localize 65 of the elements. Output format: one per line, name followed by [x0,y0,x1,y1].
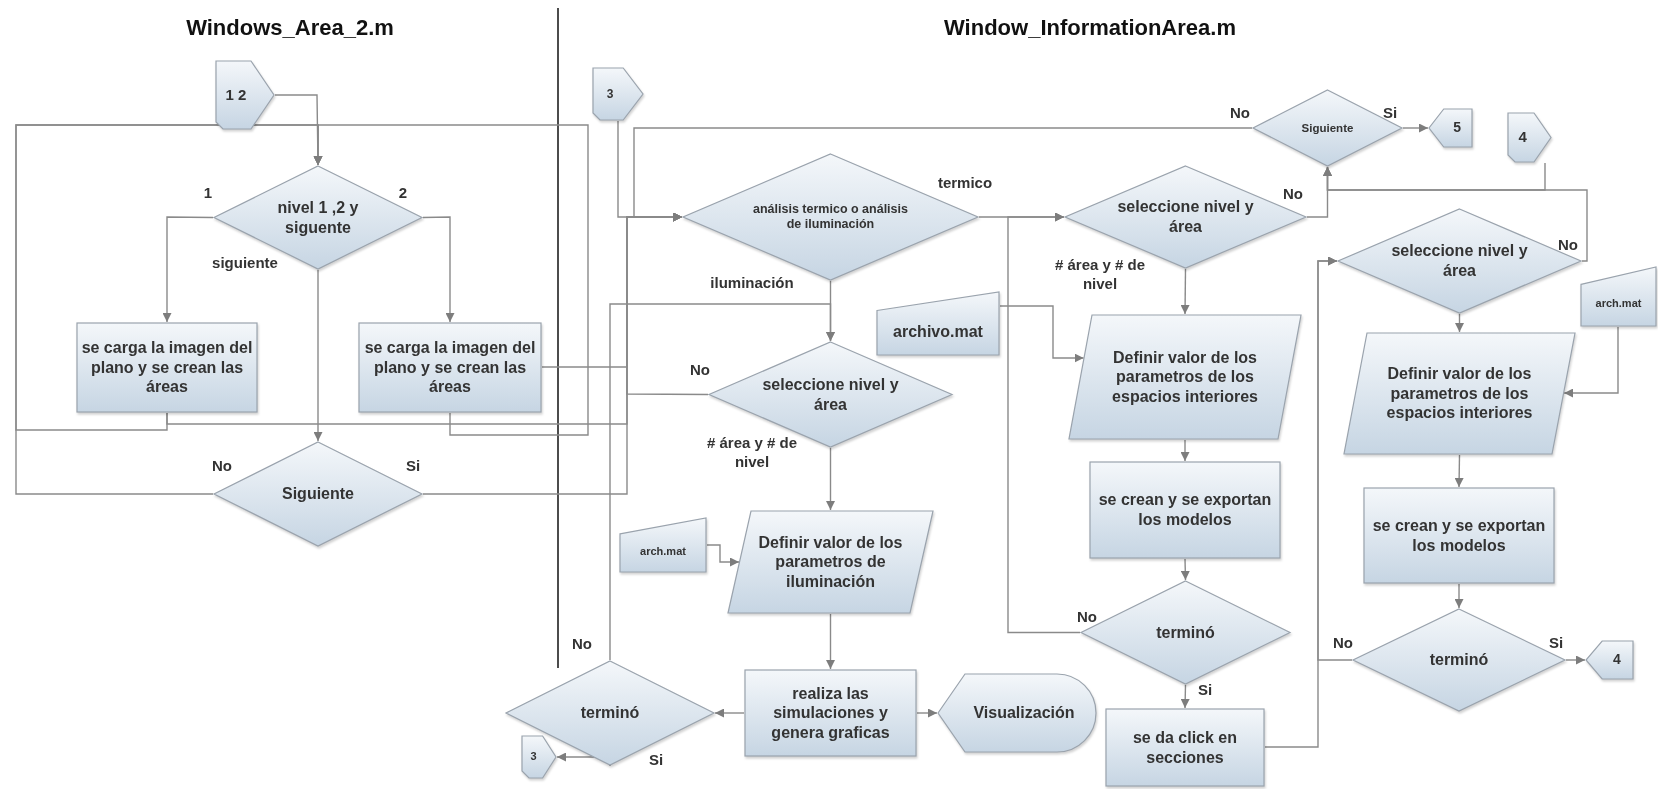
file-heading: Windows_Area_2.m [186,15,394,41]
connector-arrow [313,269,323,442]
file-heading: Window_InformationArea.m [944,15,1236,41]
connector-arrow [1455,313,1464,333]
connector-arrow [313,124,589,436]
edge-label: No [1282,184,1304,204]
edge-label: No [571,634,593,654]
edge-label: iluminación [709,273,795,293]
edge-label: No [1332,633,1354,653]
connector-arrow [1180,558,1190,581]
connector-arrow [626,212,709,396]
connector-arrow [826,447,835,511]
off-page-connector: 1 2 [215,60,275,130]
connector-arrow [162,216,214,323]
connector-arrow [706,544,740,567]
edge-label: 1 [202,183,214,203]
connector-arrow [1180,268,1190,315]
edge-label: No [1557,235,1579,255]
connector-arrow [826,613,835,670]
connector-arrow [1007,212,1081,634]
off-page-connector: 4 [1507,112,1552,163]
edge-label: No [689,360,711,380]
connector-arrow [1180,684,1190,709]
off-page-connector: 5 [1428,108,1473,148]
connector-arrow [1563,326,1619,398]
edge-label: Si [1196,680,1214,700]
process-box: se da click en secciones [1105,708,1265,787]
off-page-connector: 3 [521,735,557,779]
edge-label: # área y # de nivel [705,434,799,472]
input-parallelogram: Definir valor de los parametros de los espacios interiores [1343,332,1576,455]
connector-arrow [609,303,835,661]
edge-label: Si [1547,633,1565,653]
connector-arrow [1454,454,1464,488]
connector-arrow [714,708,745,718]
edge-label: Si [1381,103,1399,123]
off-page-connector: 4 [1585,640,1634,680]
manual-input-shape: arch.mat [1580,266,1657,327]
process-box: se carga la imagen del plano y se crean las áreas [358,322,542,413]
edge-label: 2 [397,183,409,203]
connector-arrow [1402,123,1429,133]
edge-label: No [1229,103,1251,123]
connector-arrow [1323,162,1546,191]
input-parallelogram: Definir valor de los parametros de iluminación [727,510,934,614]
off-page-connector: 3 [592,67,644,121]
edge-label: No [211,456,233,476]
edge-label: Si [404,456,422,476]
process-box: realiza las simulaciones y genera graficas [744,669,917,757]
display-shape: Visualización [937,673,1097,753]
process-box: se carga la imagen del plano y se crean las áreas [76,322,258,413]
edge-label: termico [936,173,994,193]
connector-arrow [999,305,1085,363]
edge-label: siguiente [211,253,279,273]
edge-label: No [1076,607,1098,627]
process-box: se crean y se exportan los modelos [1363,487,1555,584]
connector-arrow [1180,439,1190,462]
manual-input-shape: arch.mat [619,517,707,573]
connector-arrow [422,216,455,323]
connector-arrow [1317,256,1353,661]
input-parallelogram: Definir valor de los parametros de los espacios interiores [1068,314,1302,440]
process-box: se crean y se exportan los modelos [1089,461,1281,559]
connector-arrow [1454,583,1464,609]
connector-arrow [1565,655,1586,665]
connector-arrow [916,708,938,718]
manual-input-shape: archivo.mat [876,291,1000,356]
edge-label: # área y # de nivel [1053,256,1147,294]
